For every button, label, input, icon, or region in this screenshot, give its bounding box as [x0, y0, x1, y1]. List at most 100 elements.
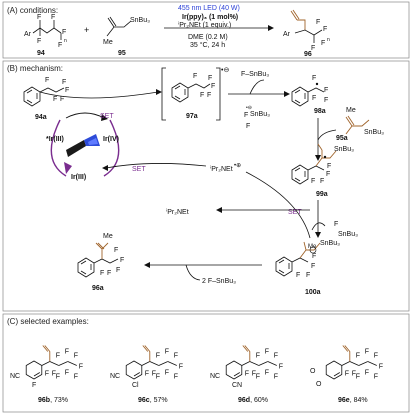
f-label: F [56, 374, 60, 381]
lactone-oxygen-label: O [310, 368, 316, 375]
section-c-title: (C) selected examples: [7, 317, 89, 326]
section-a-title: (A) conditions: [7, 6, 58, 15]
f-label: F [74, 374, 78, 381]
f-label: F [374, 353, 378, 360]
ir-excited-label: *Ir(III) [46, 136, 64, 143]
n-subscript: n [327, 37, 330, 43]
allyl-double-bond [242, 345, 249, 352]
f-label: F [51, 14, 55, 21]
benzene-ring [25, 360, 43, 380]
f-label: F [274, 374, 278, 381]
ring-double-bond [333, 372, 341, 377]
arrow-head [268, 25, 274, 31]
ir-iii-label: Ir(III) [71, 174, 86, 181]
frame-c [2, 313, 410, 413]
f-label: F [65, 370, 69, 377]
chain-bond [49, 361, 59, 366]
f-anion-sign: •⊖ [246, 105, 252, 111]
label-95a: 95a [336, 135, 348, 142]
f-label: F [65, 87, 69, 94]
chain-bond [249, 361, 259, 366]
compound-98a: F F F F 98a [291, 75, 328, 115]
example-label: 96b, 73% [38, 397, 68, 404]
f-label: F [316, 19, 320, 26]
f-label: F [152, 371, 156, 378]
f-label: F [52, 371, 56, 378]
condition-temp: 35 °C, 24 h [190, 41, 225, 49]
cycle-arc-left [50, 119, 67, 177]
f-label: F [65, 349, 69, 356]
label-95: 95 [118, 50, 126, 57]
condition-catalyst: Ir(ppy)₃ (1 mol%) [182, 14, 238, 21]
f-snbu3-byproduct: F–SnBu₃ [241, 71, 269, 78]
substituent-label: NC [110, 373, 120, 380]
benzene-ring [325, 360, 343, 380]
snbu3-label: SnBu₃ [334, 146, 354, 153]
f-label: F [45, 371, 49, 378]
f-label: F [320, 178, 324, 185]
set-arrow-99a [245, 171, 311, 239]
label-94: 94 [37, 50, 45, 57]
substituent-label: Cl [132, 382, 139, 389]
flashlight-icon [66, 134, 100, 157]
f-label: F [352, 371, 356, 378]
f-label: F [37, 38, 41, 45]
f-label: F [60, 96, 64, 103]
allyl-bond [344, 345, 351, 362]
f-label: F [62, 29, 66, 36]
f-label: F [107, 270, 111, 277]
f-label: F [58, 42, 62, 49]
f-label: F [311, 263, 315, 270]
f-label: F [324, 97, 328, 104]
f-label: F [334, 221, 338, 228]
frame-b [2, 60, 410, 312]
f-label: F [145, 371, 149, 378]
f-label: F [74, 353, 78, 360]
compound-99a: F F F F SnBu₃ 99a [291, 143, 354, 198]
f-label: F [323, 26, 327, 33]
f-label: F [274, 353, 278, 360]
section-b-title: (B) mechanism: [7, 64, 63, 73]
chain-bond [141, 361, 150, 366]
example-label: 96e, 84% [338, 397, 368, 404]
example-label: 96d, 60% [238, 397, 268, 404]
f-label: F [345, 371, 349, 378]
set-arrow-amine [105, 163, 207, 169]
chain-bond [367, 361, 377, 366]
substituent-label: NC [10, 373, 20, 380]
benzene-ring [225, 360, 243, 380]
f-label: F [193, 73, 197, 80]
f-label: F [246, 123, 250, 130]
ar-label: Ar [24, 31, 32, 38]
allyl-bond [144, 345, 151, 362]
label-97a: 97a [186, 113, 198, 120]
f-label: F [356, 374, 360, 381]
chain-bond [41, 361, 50, 366]
compound-97a: F F F F F •⊖ 97a [161, 67, 229, 121]
f-label: F [296, 272, 300, 279]
f-label: F [326, 171, 330, 178]
amine-label: ⁱPr₂NEt [166, 208, 189, 216]
radical-cation-sign: •⊕ [234, 163, 241, 169]
radical-anion-sign: •⊖ [221, 67, 229, 74]
ir-iv-label: Ir(IV) [103, 136, 119, 143]
f-label: F [265, 349, 269, 356]
chain-bond [149, 361, 159, 366]
set-label-2: SET [132, 166, 146, 173]
f-label: F [265, 370, 269, 377]
chain-bond [341, 361, 350, 366]
allyl-bond [44, 345, 51, 362]
condition-light: 455 nm LED (40 W) [178, 5, 240, 12]
curved-arrow-fsn [249, 79, 265, 95]
allyl-double-bond [342, 345, 349, 352]
me-label: Me [346, 107, 356, 114]
f-label: F [327, 163, 331, 170]
cycle-arrow-head [64, 162, 72, 174]
f-label: F [116, 267, 120, 274]
compound-96a: Me F F F F F 96a [77, 233, 124, 292]
f-label: F [174, 353, 178, 360]
chain-bond [258, 361, 268, 366]
f-label: F [256, 353, 260, 360]
f-label: F [174, 374, 178, 381]
condition-base: ⁱPr₂NEt (1 equiv.) [178, 21, 231, 29]
